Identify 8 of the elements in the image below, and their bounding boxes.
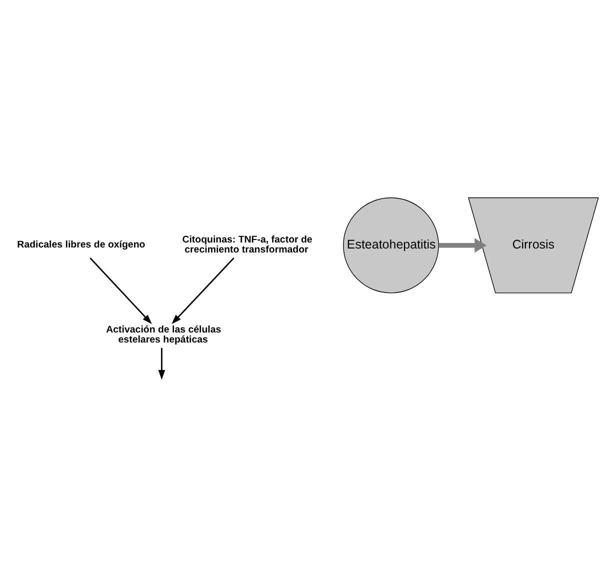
node-text: Activación de las células estelares hepáticas (106, 324, 222, 346)
arrow (158, 348, 166, 380)
arrow (172, 258, 234, 324)
node-circle: Esteatohepatitis (343, 197, 439, 294)
node-text: Citoquinas: TNF-a, factor de crecimiento transformador (182, 234, 312, 256)
arrow (90, 258, 152, 324)
node-text: Radicales libres de oxígeno (17, 239, 146, 250)
arrow (438, 238, 487, 253)
